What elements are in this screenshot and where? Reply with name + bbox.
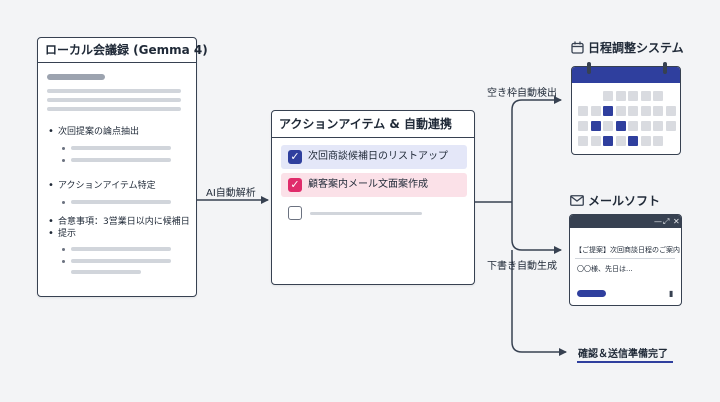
mail-window: — ⤢ ✕ 【ご提案】次回商談日程のご案内 〇〇様、先日は... ▮ <box>569 214 682 306</box>
check-icon: ✓ <box>288 150 302 164</box>
calendar-ring <box>663 62 667 74</box>
placeholder-line <box>71 259 171 263</box>
mail-titlebar: — ⤢ ✕ <box>570 215 681 228</box>
action-items-card: アクションアイテム & 自動連携 ✓ 次回商談候補日のリストアップ ✓ 顧客案内… <box>271 110 475 285</box>
placeholder-line <box>47 98 181 102</box>
calendar-day-cell[interactable] <box>628 136 638 146</box>
sub-dot <box>62 159 65 162</box>
action-item-label: 次回商談候補日のリストアップ <box>308 151 448 162</box>
calendar-day-cell[interactable] <box>578 106 588 116</box>
empty-checkbox[interactable] <box>288 206 302 220</box>
envelope-icon <box>570 195 584 206</box>
calendar-day-cell[interactable] <box>578 91 588 101</box>
calendar-day-cell[interactable] <box>615 121 626 131</box>
sub-dot <box>62 201 65 204</box>
sub-dot <box>62 248 65 251</box>
calendar-ring <box>587 62 591 74</box>
calendar-day-cell[interactable] <box>640 121 651 131</box>
sub-dot <box>62 260 65 263</box>
action-item-checked[interactable]: ✓ 次回商談候補日のリストアップ <box>281 145 467 169</box>
placeholder-line <box>71 146 171 150</box>
placeholder-line <box>71 158 171 162</box>
action-item-checked[interactable]: ✓ 顧客案内メール文面案作成 <box>281 173 467 197</box>
placeholder-line <box>71 200 171 204</box>
calendar-day-cell[interactable] <box>590 121 601 131</box>
placeholder-line <box>47 74 105 80</box>
check-icon: ✓ <box>288 178 302 192</box>
calendar-day-cell[interactable] <box>665 91 676 101</box>
placeholder-line <box>71 270 141 274</box>
calendar-day-cell[interactable] <box>615 136 626 146</box>
calendar-day-cell[interactable] <box>578 121 588 131</box>
calendar-day-cell[interactable] <box>603 121 613 131</box>
calendar-day-cell[interactable] <box>653 136 663 146</box>
meeting-notes-card: ローカル会議録 (Gemma 4) 次回提案の論点抽出 アクションアイテム特定 … <box>37 37 208 297</box>
final-status-label: 確認＆送信準備完了 <box>578 349 668 360</box>
calendar-day-cell[interactable] <box>603 106 613 116</box>
calendar-day-cell[interactable] <box>590 91 601 101</box>
sub-dot <box>62 147 65 150</box>
bullet-item: アクションアイテム特定 <box>48 180 156 192</box>
action-items-title: アクションアイテム & 自動連携 <box>272 111 474 138</box>
calendar-day-cell[interactable] <box>603 136 613 146</box>
placeholder-line <box>47 107 181 111</box>
calendar-day-cell[interactable] <box>590 106 601 116</box>
trash-icon[interactable]: ▮ <box>669 289 674 298</box>
calendar-day-cell[interactable] <box>665 121 676 131</box>
placeholder-line <box>47 89 181 93</box>
calendar-day-cell[interactable] <box>590 136 601 146</box>
ai-analysis-label: AI自動解析 <box>206 188 256 199</box>
calendar-day-cell[interactable] <box>640 91 651 101</box>
calendar-day-cell[interactable] <box>615 91 626 101</box>
calendar-day-cell[interactable] <box>640 106 651 116</box>
mail-software-heading: メールソフト <box>570 192 660 209</box>
arrow-to-schedule <box>511 96 562 202</box>
meeting-notes-title: ローカル会議録 (Gemma 4) <box>38 38 208 63</box>
action-item-label: 顧客案内メール文面案作成 <box>308 179 428 190</box>
mail-send-button[interactable] <box>577 290 606 297</box>
calendar-day-cell[interactable] <box>628 106 638 116</box>
calendar-widget[interactable] <box>571 66 681 155</box>
calendar-day-cell[interactable] <box>665 136 676 146</box>
calendar-day-cell[interactable] <box>628 121 638 131</box>
calendar-header <box>572 67 680 83</box>
close-icon[interactable]: ✕ <box>673 217 680 226</box>
placeholder-line <box>71 247 171 251</box>
arrow-to-mail <box>511 202 562 254</box>
expand-icon[interactable]: ⤢ <box>663 217 670 226</box>
calendar-day-cell[interactable] <box>615 106 626 116</box>
mail-subject: 【ご提案】次回商談日程のご案内 <box>575 246 680 254</box>
minimize-icon[interactable]: — <box>654 217 662 226</box>
calendar-day-cell[interactable] <box>653 106 663 116</box>
schedule-system-title: 日程調整システム <box>588 41 684 55</box>
arrow-to-final <box>511 250 567 356</box>
mail-body: 〇〇様、先日は... <box>577 265 633 273</box>
draft-generation-label: 下書き自動生成 <box>487 261 557 272</box>
bullet-item: 次回提案の論点抽出 <box>48 126 139 138</box>
bullet-item: 合意事項：3営業日以内に候補日 <box>48 216 190 228</box>
placeholder-line <box>310 212 422 215</box>
calendar-icon <box>571 41 584 54</box>
free-slot-label: 空き枠自動検出 <box>487 88 557 99</box>
action-item-empty[interactable] <box>281 201 467 225</box>
final-underline <box>577 361 673 363</box>
schedule-system-heading: 日程調整システム <box>571 39 684 56</box>
calendar-day-cell[interactable] <box>653 121 663 131</box>
calendar-day-cell[interactable] <box>665 106 676 116</box>
calendar-day-cell[interactable] <box>603 91 613 101</box>
mail-software-title: メールソフト <box>588 194 661 208</box>
calendar-day-cell[interactable] <box>628 91 638 101</box>
bullet-item-cont: 提示 <box>48 228 76 240</box>
mail-divider <box>575 258 675 259</box>
calendar-day-cell[interactable] <box>640 136 651 146</box>
calendar-day-cell[interactable] <box>653 91 663 101</box>
calendar-day-cell[interactable] <box>578 136 588 146</box>
